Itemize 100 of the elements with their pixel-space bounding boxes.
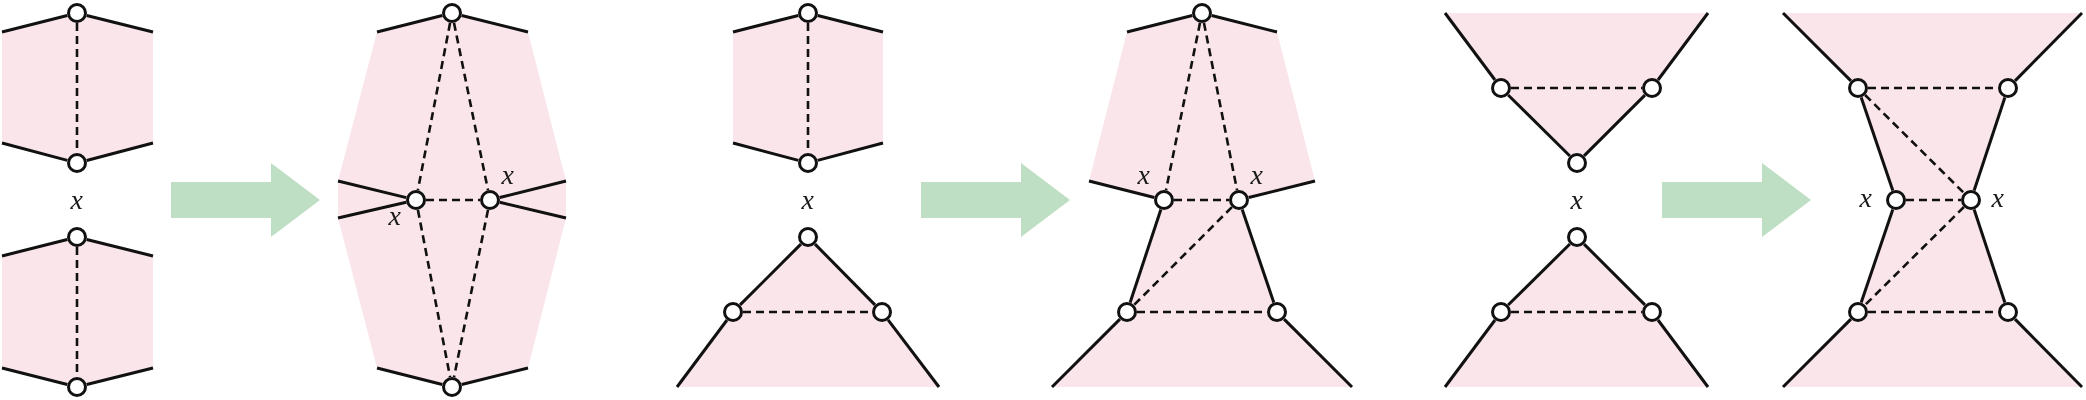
- edge-line: [675, 319, 729, 388]
- edge-line: [1128, 209, 1163, 303]
- vertex-circle: [1567, 153, 1587, 173]
- vertex-circle: [1642, 78, 1662, 98]
- vertex-circle: [67, 3, 87, 23]
- edge-line: [886, 319, 941, 388]
- edge-line: [813, 243, 877, 306]
- vertex-circle: [1998, 302, 2018, 322]
- edge-line: [1, 14, 68, 34]
- vertex-circle: [1848, 78, 1868, 98]
- edge-line: [499, 200, 567, 220]
- vertex-circle: [442, 3, 462, 23]
- vertex-circle: [1491, 78, 1511, 98]
- vertex-circle: [1192, 3, 1212, 23]
- dashed-edge: [1511, 310, 1642, 314]
- edge-line: [499, 179, 567, 200]
- vertex-label: x: [501, 170, 515, 184]
- vertex-circle: [723, 302, 743, 322]
- edge-line: [1781, 11, 1852, 82]
- vertex-circle: [1886, 190, 1906, 210]
- shaded-region: [338, 3, 566, 397]
- edge-line: [732, 14, 799, 34]
- edge-line: [2013, 318, 2084, 389]
- edge-line: [1088, 179, 1155, 199]
- edge-line: [461, 13, 529, 34]
- edge-line: [1211, 14, 1278, 34]
- edge-line: [337, 179, 407, 200]
- shaded-region: [1445, 13, 1708, 173]
- edge-line: [1583, 243, 1646, 306]
- edge-line: [376, 14, 443, 34]
- shaded-region: [677, 227, 939, 387]
- edge-line: [1972, 209, 2007, 303]
- edge-line: [1283, 318, 1354, 389]
- dashed-edge: [1864, 206, 1965, 306]
- edge-line: [1583, 94, 1646, 157]
- edge-line: [1, 141, 68, 162]
- edge-line: [1050, 318, 1121, 389]
- shaded-region: [1052, 3, 1352, 387]
- edge-line: [1248, 179, 1316, 200]
- vertex-label: x: [1991, 193, 2005, 207]
- vertex-circle: [1491, 302, 1511, 322]
- vertex-circle: [67, 153, 87, 173]
- edge-line: [732, 141, 799, 162]
- dashed-edge: [1133, 206, 1233, 306]
- vertex-circle: [1567, 227, 1587, 247]
- variable-label: x: [1570, 195, 1584, 209]
- edge-line: [337, 200, 407, 220]
- vertex-label: x: [1859, 193, 1873, 207]
- vertex-circle: [1117, 302, 1137, 322]
- vertex-circle: [1267, 302, 1287, 322]
- edge-line: [1240, 209, 1276, 303]
- edge-line: [739, 243, 802, 306]
- vertex-circle: [798, 153, 818, 173]
- variable-label: x: [801, 195, 815, 209]
- edge-line: [1507, 93, 1571, 158]
- edge-line: [1507, 242, 1571, 307]
- edge-line: [1126, 14, 1193, 34]
- vertex-label: x: [1250, 170, 1264, 184]
- variable-label: x: [70, 195, 84, 209]
- edge-line: [1, 238, 68, 258]
- dashed-edge: [1864, 94, 1965, 194]
- vertex-circle: [1961, 190, 1981, 210]
- shaded-region: [1445, 227, 1708, 387]
- edge-line: [1859, 97, 1895, 191]
- vertex-circle: [1154, 190, 1174, 210]
- edge-line: [2013, 11, 2084, 82]
- dashed-edge: [416, 22, 452, 191]
- dashed-edge: [452, 209, 490, 378]
- vertex-circle: [1848, 302, 1868, 322]
- edge-line: [86, 366, 154, 387]
- vertex-circle: [442, 377, 462, 397]
- edge-line: [1972, 97, 2007, 191]
- edge-line: [376, 366, 443, 386]
- edge-line: [817, 141, 884, 162]
- edge-line: [817, 14, 884, 34]
- dashed-edge: [1164, 22, 1202, 191]
- vertex-circle: [872, 302, 892, 322]
- dashed-edge: [1174, 198, 1229, 202]
- vertex-circle: [1642, 302, 1662, 322]
- vertex-label: x: [1137, 170, 1151, 184]
- dashed-edge: [1511, 86, 1642, 90]
- edge-line: [1656, 319, 1710, 388]
- edge-line: [1443, 12, 1497, 81]
- vertex-circle: [1998, 78, 2018, 98]
- vertex-circle: [67, 227, 87, 247]
- edge-line: [86, 13, 154, 34]
- edge-line: [1656, 12, 1710, 81]
- vertex-label: x: [388, 211, 402, 225]
- vertex-circle: [798, 3, 818, 23]
- edge-line: [461, 366, 529, 387]
- dashed-edge: [1906, 198, 1961, 202]
- shaded-region: [1783, 13, 2082, 387]
- shaded-region: [2, 3, 153, 173]
- edge-line: [1781, 318, 1852, 389]
- edge-line: [86, 141, 154, 162]
- shaded-region: [733, 3, 883, 173]
- edge-line: [86, 237, 154, 258]
- vertex-circle: [798, 227, 818, 247]
- dashed-edge: [452, 22, 490, 191]
- edge-line: [1443, 319, 1497, 388]
